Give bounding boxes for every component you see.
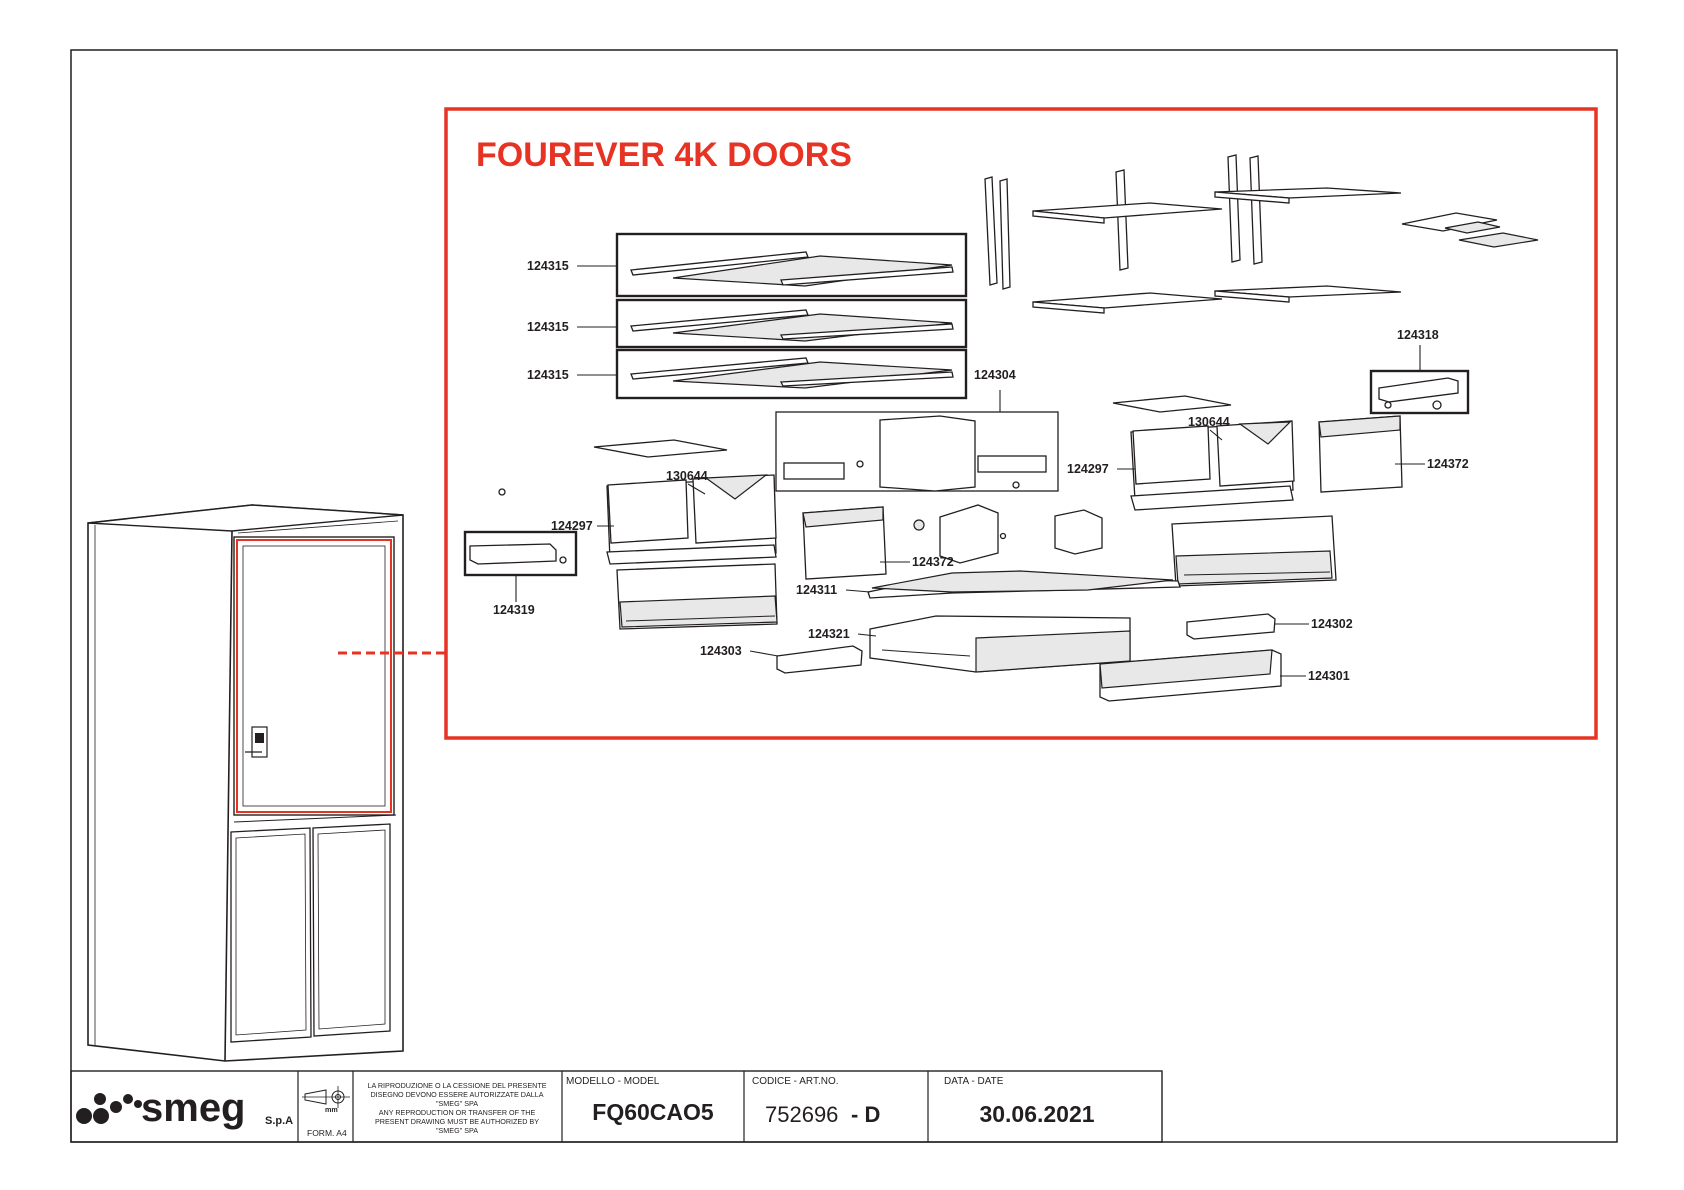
cantilever-shelf-group bbox=[984, 154, 1539, 314]
part-label-bin-right: 124297 bbox=[1067, 462, 1109, 476]
code-revision: - D bbox=[851, 1102, 880, 1127]
upper-door-highlight bbox=[233, 536, 395, 816]
part-label-hinge-right: 124318 bbox=[1397, 328, 1439, 342]
code-label: CODICE - ART.NO. bbox=[752, 1076, 839, 1087]
model-label: MODELLO - MODEL bbox=[566, 1076, 660, 1087]
part-label-shelf-3: 124315 bbox=[527, 368, 569, 382]
exploded-view-panel bbox=[444, 107, 1598, 740]
part-label-shelf-1: 124315 bbox=[527, 259, 569, 273]
date-label: DATA - DATE bbox=[944, 1076, 1004, 1087]
unit-label: mm bbox=[325, 1105, 338, 1114]
part-label-bin-left: 124297 bbox=[551, 519, 593, 533]
part-label-flap-center: 124372 bbox=[912, 555, 954, 569]
left-bin-assembly bbox=[498, 439, 778, 630]
notice-en-line-2: PRESENT DRAWING MUST BE AUTHORIZED BY bbox=[375, 1117, 539, 1126]
part-label-control-panel: 124304 bbox=[974, 368, 1016, 382]
smeg-logo: smeg S.p.A bbox=[76, 1086, 293, 1130]
control-panel-box bbox=[775, 411, 1059, 492]
logo-wordmark: smeg bbox=[141, 1086, 246, 1130]
notice-it-line-1: LA RIPRODUZIONE O LA CESSIONE DEL PRESEN… bbox=[367, 1081, 546, 1090]
refrigerator-overview bbox=[87, 504, 404, 1062]
part-label-hinge-left: 124319 bbox=[493, 603, 535, 617]
hinge-left-part bbox=[469, 543, 567, 565]
part-label-divider-left: 130644 bbox=[666, 469, 708, 483]
notice-en-line-1: ANY REPRODUCTION OR TRANSFER OF THE bbox=[379, 1108, 536, 1117]
title-block: smeg S.p.A mm FORM. A4 LA RIPRODUZIONE O… bbox=[70, 1070, 1163, 1143]
format-label: FORM. A4 bbox=[307, 1128, 347, 1138]
part-label-divider-right: 130644 bbox=[1188, 415, 1230, 429]
part-label-rail-right: 124302 bbox=[1311, 617, 1353, 631]
part-label-shelf-2: 124315 bbox=[527, 320, 569, 334]
logo-suffix: S.p.A bbox=[265, 1115, 293, 1127]
part-label-flap-right: 124372 bbox=[1427, 457, 1469, 471]
projection-symbol-icon bbox=[302, 1086, 350, 1108]
part-label-crisper-cover: 124311 bbox=[796, 583, 837, 597]
diagram-title: FOUREVER 4K DOORS bbox=[476, 136, 852, 174]
code-value: 752696 bbox=[765, 1102, 838, 1127]
date-value: 30.06.2021 bbox=[979, 1101, 1094, 1127]
center-parts bbox=[776, 504, 1282, 702]
part-label-drawer-front: 124301 bbox=[1308, 669, 1350, 683]
notice-it-line-2: DISEGNO DEVONO ESSERE AUTORIZZATE DALLA bbox=[370, 1090, 543, 1099]
hinge-left-box bbox=[463, 530, 578, 577]
part-label-rail-left: 124303 bbox=[700, 644, 742, 658]
notice-it-line-3: "SMEG" SPA bbox=[436, 1099, 478, 1108]
model-value: FQ60CAO5 bbox=[592, 1099, 714, 1125]
right-bin-assembly bbox=[1112, 395, 1403, 587]
hinge-right-part bbox=[1378, 377, 1459, 410]
part-label-drawer-slide: 124321 bbox=[808, 627, 850, 641]
control-panel-parts bbox=[783, 415, 1047, 492]
notice-en-line-3: "SMEG" SPA bbox=[436, 1126, 478, 1135]
glass-shelf-group bbox=[615, 232, 968, 400]
